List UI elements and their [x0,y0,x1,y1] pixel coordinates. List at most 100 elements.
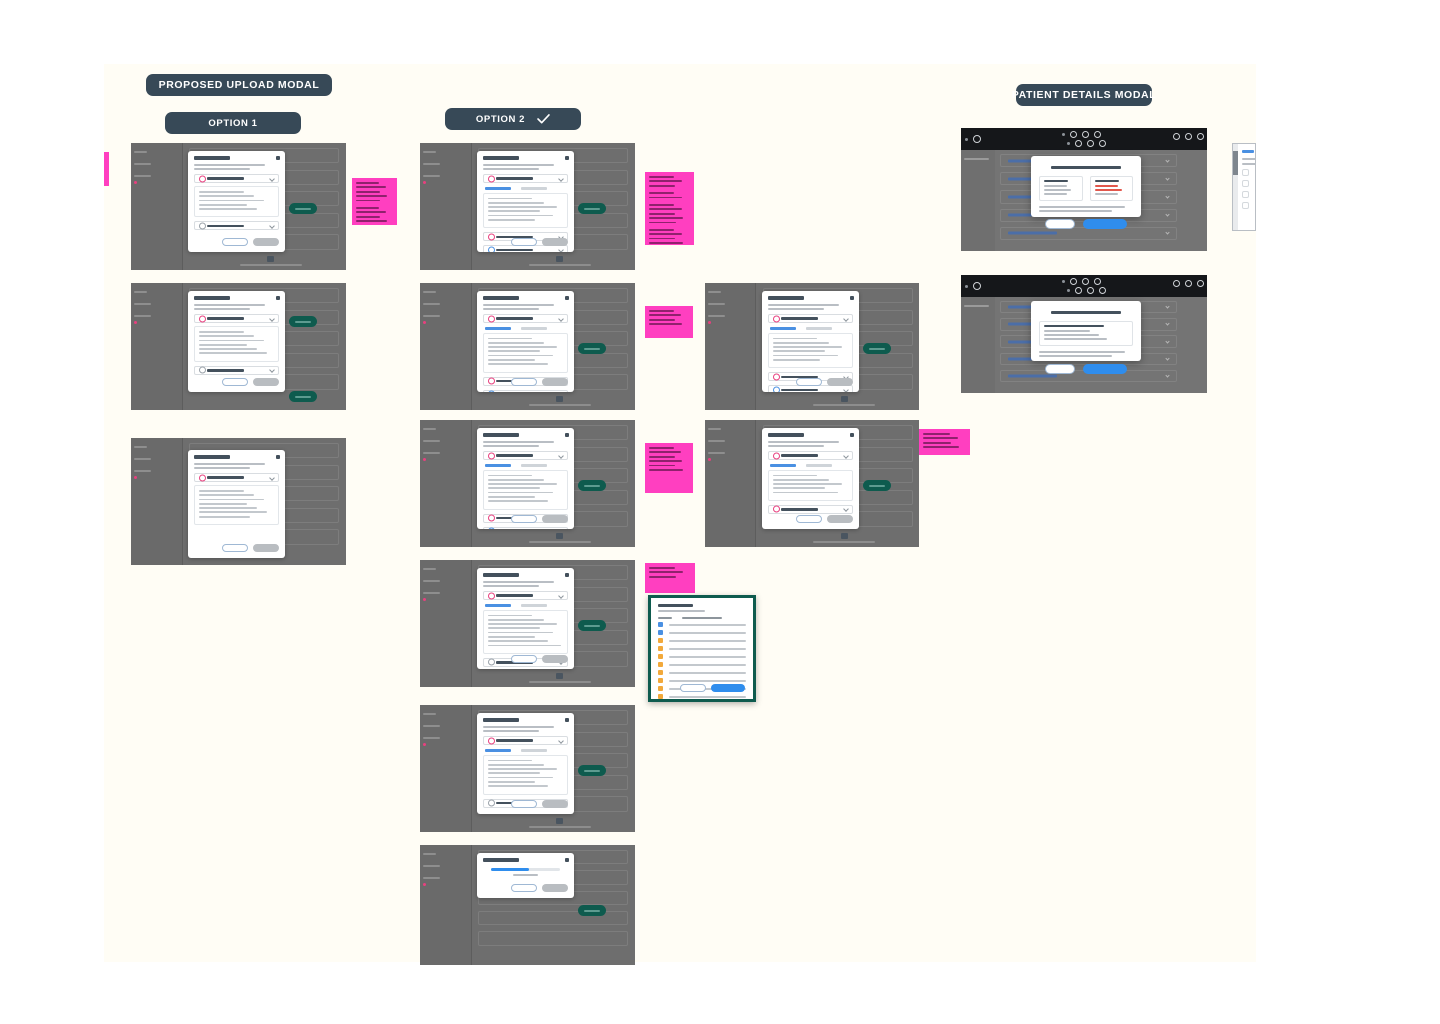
primary-cta-button[interactable] [289,203,317,214]
sidebar-nav-row[interactable] [134,163,152,165]
sidebar-nav-row[interactable] [423,175,441,177]
confirm-button[interactable] [253,238,279,246]
upload-icon[interactable] [556,256,564,262]
table-row[interactable] [658,686,746,691]
accordion-row[interactable] [768,314,853,323]
accordion-row[interactable] [194,365,279,375]
wireframe-frame-opt2-card-2[interactable] [420,283,635,410]
toolbar-circle-icon[interactable] [1172,280,1180,287]
browser-frame-patient-browser-1[interactable] [961,128,1207,251]
sidebar-nav-row[interactable] [423,428,437,430]
modal-tabs[interactable] [485,327,568,330]
primary-cta-button[interactable] [578,343,606,354]
wireframe-frame-opt2-card-3[interactable] [420,420,635,547]
nav-breadcrumb[interactable] [964,305,989,307]
wireframe-modal[interactable] [477,428,574,529]
sidebar-nav-row[interactable] [134,446,148,448]
modal-tabs[interactable] [485,187,568,190]
primary-cta-button[interactable] [863,480,891,491]
sidebar-nav-row[interactable] [423,877,441,879]
cancel-button[interactable] [511,515,537,523]
header-pill-option-1[interactable]: OPTION 1 [165,112,301,134]
toolbar-circle-icon[interactable] [1184,280,1192,287]
upload-icon[interactable] [556,673,564,679]
sidebar-nav-row[interactable] [423,291,437,293]
wireframe-frame-opt2-card-4[interactable] [420,560,635,687]
sidebar-nav-row[interactable] [134,175,152,177]
accordion-row[interactable] [483,451,568,460]
toolbar-circle-icon[interactable] [1098,287,1106,294]
cancel-button[interactable] [511,378,537,386]
close-icon[interactable] [565,573,569,577]
toolbar-circle-icon[interactable] [1184,133,1192,140]
table-row[interactable] [658,654,746,659]
accordion-row[interactable] [483,245,568,252]
patient-details-modal[interactable] [1031,301,1141,374]
wireframe-frame-opt3-card-2[interactable] [705,420,919,547]
toolbar-icon-group[interactable] [1066,140,1106,147]
sidebar-nav-row[interactable] [423,315,441,317]
cancel-button[interactable] [796,515,822,523]
primary-cta-button[interactable] [289,316,317,327]
chevron-right-icon[interactable] [1165,339,1171,344]
sidebar-nav-row[interactable] [708,452,726,454]
sidebar-nav-row[interactable] [708,440,726,442]
sidebar-nav-row[interactable] [423,440,441,442]
toolbar-icon-group[interactable] [1061,131,1101,138]
sidebar-nav-row[interactable] [134,470,152,472]
table-row[interactable] [658,622,746,627]
scrollbar[interactable] [1233,144,1238,230]
sidebar-nav-row[interactable] [423,452,441,454]
tab-item[interactable] [485,604,511,607]
cancel-button[interactable] [680,684,706,692]
cancel-button[interactable] [1045,363,1075,374]
toolbar-circle-icon[interactable] [1196,280,1204,287]
toolbar-circle-icon[interactable] [1081,131,1089,138]
confirm-button[interactable] [542,378,568,386]
accordion-row[interactable] [483,174,568,183]
accordion-row[interactable] [483,314,568,323]
sidebar-nav-row[interactable] [708,303,726,305]
chevron-right-icon[interactable] [1165,356,1171,361]
wireframe-frame-opt2-card-1[interactable] [420,143,635,270]
toolbar-circle-icon[interactable] [1086,287,1094,294]
tab-item[interactable] [485,749,511,752]
wireframe-modal[interactable] [762,291,859,392]
close-icon[interactable] [850,433,854,437]
table-row[interactable] [658,694,746,699]
tab-item[interactable] [521,327,547,330]
modal-tabs[interactable] [770,464,853,467]
wireframe-modal[interactable] [762,428,859,529]
panel-field[interactable] [1242,180,1249,187]
panel-field[interactable] [1242,169,1249,176]
toolbar-circle-icon[interactable] [1074,287,1082,294]
confirm-button[interactable] [253,544,279,552]
confirm-button[interactable] [542,800,568,808]
chevron-right-icon[interactable] [1165,304,1171,309]
accordion-row[interactable] [483,591,568,600]
modal-tabs[interactable] [485,464,568,467]
panel-field[interactable] [1242,191,1249,198]
accordion-row[interactable] [194,473,279,482]
table-row[interactable] [658,662,746,667]
wireframe-frame-opt3-card-1[interactable] [705,283,919,410]
primary-button[interactable] [711,684,745,692]
close-icon[interactable] [276,156,280,160]
sticky-note-note-1[interactable] [352,178,397,225]
confirm-button[interactable] [542,515,568,523]
tab-item[interactable] [485,327,511,330]
sidebar-nav-row[interactable] [423,568,437,570]
cancel-button[interactable] [511,800,537,808]
sticky-note-note-2[interactable] [645,172,694,245]
sidebar-nav-row[interactable] [423,580,441,582]
toolbar-icon-group[interactable] [1172,280,1204,287]
nav-breadcrumb[interactable] [964,158,989,160]
chevron-right-icon[interactable] [1165,212,1171,217]
wireframe-modal[interactable] [477,568,574,669]
header-pill-patient-details-modal[interactable]: PATIENT DETAILS MODAL [1012,84,1156,106]
tab-item[interactable] [521,604,547,607]
toolbar-circle-icon[interactable] [1069,278,1077,285]
tab-item[interactable] [521,749,547,752]
primary-cta-button[interactable] [289,391,317,402]
modal-tabs[interactable] [485,749,568,752]
